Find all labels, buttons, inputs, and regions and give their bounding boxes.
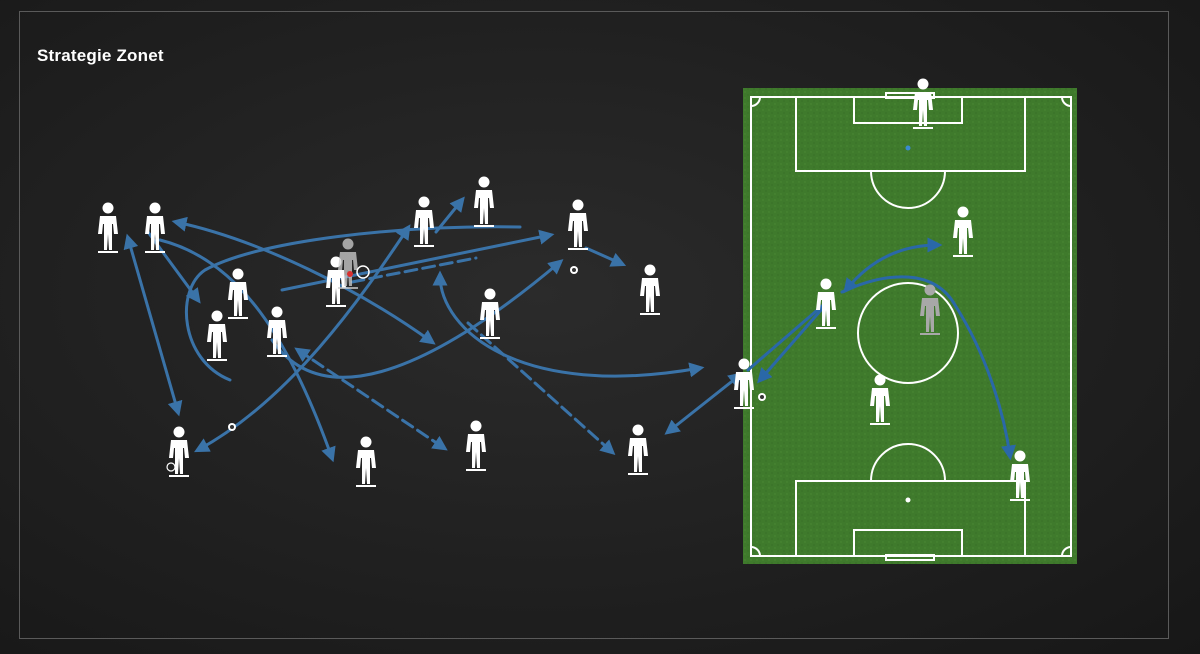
- player-icon: [640, 264, 660, 315]
- player-icon: [1010, 450, 1030, 501]
- arrow-icon: [843, 237, 943, 294]
- player-icon: [414, 196, 434, 247]
- players: [98, 78, 1030, 501]
- player-icon: [145, 202, 165, 253]
- player-icon: [953, 206, 973, 257]
- arrow-icon: [664, 372, 744, 435]
- arrow-icon: [294, 347, 448, 451]
- arrow-icon: [757, 300, 830, 384]
- player-icon: [870, 374, 890, 425]
- arrow-icon: [194, 224, 411, 453]
- player-icon: [326, 256, 346, 307]
- player-icon: [169, 426, 189, 477]
- player-icon: [474, 176, 494, 227]
- player-icon: [207, 310, 227, 361]
- player-icon: [920, 284, 940, 335]
- player-icon: [734, 358, 754, 409]
- player-icon: [816, 278, 836, 329]
- ball-icon: [347, 271, 353, 277]
- markers: [166, 265, 766, 472]
- arrow-icon: [350, 256, 478, 284]
- player-icon: [466, 420, 486, 471]
- arrow-icon: [746, 304, 824, 372]
- diagram-title: Strategie Zonet: [37, 46, 164, 65]
- arrow-icon: [466, 321, 616, 456]
- arrow-icon: [280, 229, 555, 292]
- player-icon: [267, 306, 287, 357]
- player-icon: [628, 424, 648, 475]
- arrow-icon: [158, 238, 336, 463]
- arrow-icon: [840, 275, 1016, 461]
- player-icon: [98, 202, 118, 253]
- diagram-frame: [19, 11, 1169, 639]
- ball-icon: [356, 265, 370, 279]
- arrow-icon: [123, 233, 183, 417]
- pitch-arrows: [746, 237, 1016, 461]
- arrow-icon: [432, 270, 705, 378]
- player-icon: [480, 288, 500, 339]
- arrow-icon: [584, 246, 627, 267]
- football-pitch: [743, 88, 1077, 564]
- movement-arrows: [123, 196, 744, 463]
- player-icon: [338, 238, 358, 289]
- player-icon: [228, 268, 248, 319]
- player-icon: [356, 436, 376, 487]
- player-icon: [913, 78, 933, 129]
- player-icon: [568, 199, 588, 250]
